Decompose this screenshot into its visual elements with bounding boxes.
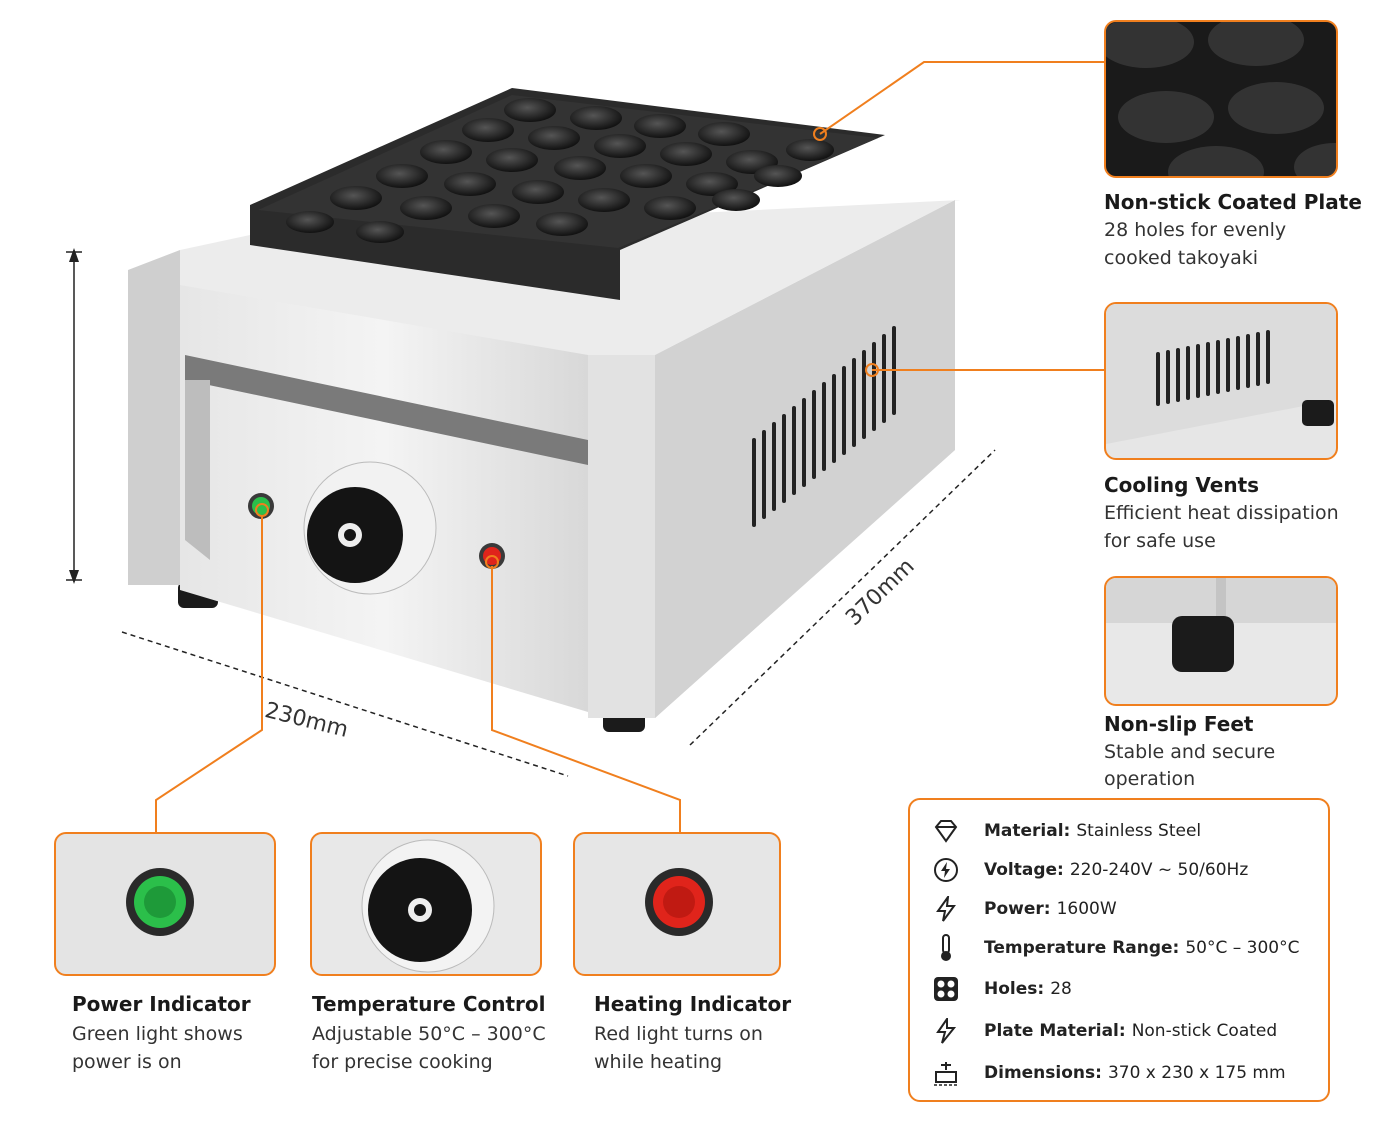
feet-title: Non-slip Feet xyxy=(1104,712,1254,736)
vents-desc-2: for safe use xyxy=(1104,530,1216,552)
temp-desc-1: Adjustable 50°C – 300°C xyxy=(312,1023,546,1045)
specifications-box: Material: Stainless Steel Voltage: 220-2… xyxy=(908,798,1330,1102)
power-indicator-card xyxy=(54,832,276,976)
plate-desc-1: 28 holes for evenly xyxy=(1104,219,1287,241)
spec-value: 220-240V ~ 50/60Hz xyxy=(1069,860,1249,880)
spec-row-temperature: Temperature Range: 50°C – 300°C xyxy=(930,933,1300,963)
spec-row-material: Material: Stainless Steel xyxy=(930,816,1201,846)
dimensions-icon xyxy=(930,1059,962,1087)
temperature-control-card xyxy=(310,832,542,976)
spec-value: 50°C – 300°C xyxy=(1185,938,1300,958)
spec-label: Plate Material: xyxy=(984,1021,1126,1041)
temp-title: Temperature Control xyxy=(312,992,546,1016)
feet-desc-2: operation xyxy=(1104,768,1196,790)
vents-desc-1: Efficient heat dissipation xyxy=(1104,502,1339,524)
spec-row-voltage: Voltage: 220-240V ~ 50/60Hz xyxy=(930,855,1248,885)
spec-value: 28 xyxy=(1050,979,1072,999)
diamond-icon xyxy=(930,817,962,845)
thermometer-icon xyxy=(930,934,962,962)
spec-label: Dimensions: xyxy=(984,1063,1102,1083)
spec-label: Temperature Range: xyxy=(984,938,1180,958)
feet-desc-1: Stable and secure xyxy=(1104,741,1276,763)
vents-detail-card xyxy=(1104,302,1338,460)
power-bolt-icon xyxy=(930,895,962,923)
spec-value: 1600W xyxy=(1056,899,1117,919)
feet-detail-card xyxy=(1104,576,1338,706)
power-desc-1: Green light shows xyxy=(72,1023,243,1045)
power-title: Power Indicator xyxy=(72,992,251,1016)
plate-icon xyxy=(930,1017,962,1045)
spec-value: 370 x 230 x 175 mm xyxy=(1107,1063,1286,1083)
holes-icon xyxy=(930,975,962,1003)
spec-value: Non-stick Coated xyxy=(1131,1021,1278,1041)
power-desc-2: power is on xyxy=(72,1051,182,1073)
heating-indicator-card xyxy=(573,832,781,976)
heat-title: Heating Indicator xyxy=(594,992,792,1016)
spec-row-holes: Holes: 28 xyxy=(930,974,1072,1004)
spec-label: Voltage: xyxy=(984,860,1064,880)
plate-desc-2: cooked takoyaki xyxy=(1104,247,1259,269)
spec-row-power: Power: 1600W xyxy=(930,894,1117,924)
plate-title: Non-stick Coated Plate xyxy=(1104,190,1362,214)
vents-title: Cooling Vents xyxy=(1104,473,1260,497)
plate-detail-card xyxy=(1104,20,1338,178)
spec-label: Power: xyxy=(984,899,1051,919)
spec-row-plate-material: Plate Material: Non-stick Coated xyxy=(930,1016,1277,1046)
spec-row-dimensions: Dimensions: 370 x 230 x 175 mm xyxy=(930,1058,1286,1088)
spec-value: Stainless Steel xyxy=(1076,821,1202,841)
temp-desc-2: for precise cooking xyxy=(312,1051,493,1073)
spec-label: Material: xyxy=(984,821,1071,841)
heat-desc-2: while heating xyxy=(594,1051,723,1073)
voltage-icon xyxy=(930,856,962,884)
heat-desc-1: Red light turns on xyxy=(594,1023,763,1045)
spec-label: Holes: xyxy=(984,979,1045,999)
